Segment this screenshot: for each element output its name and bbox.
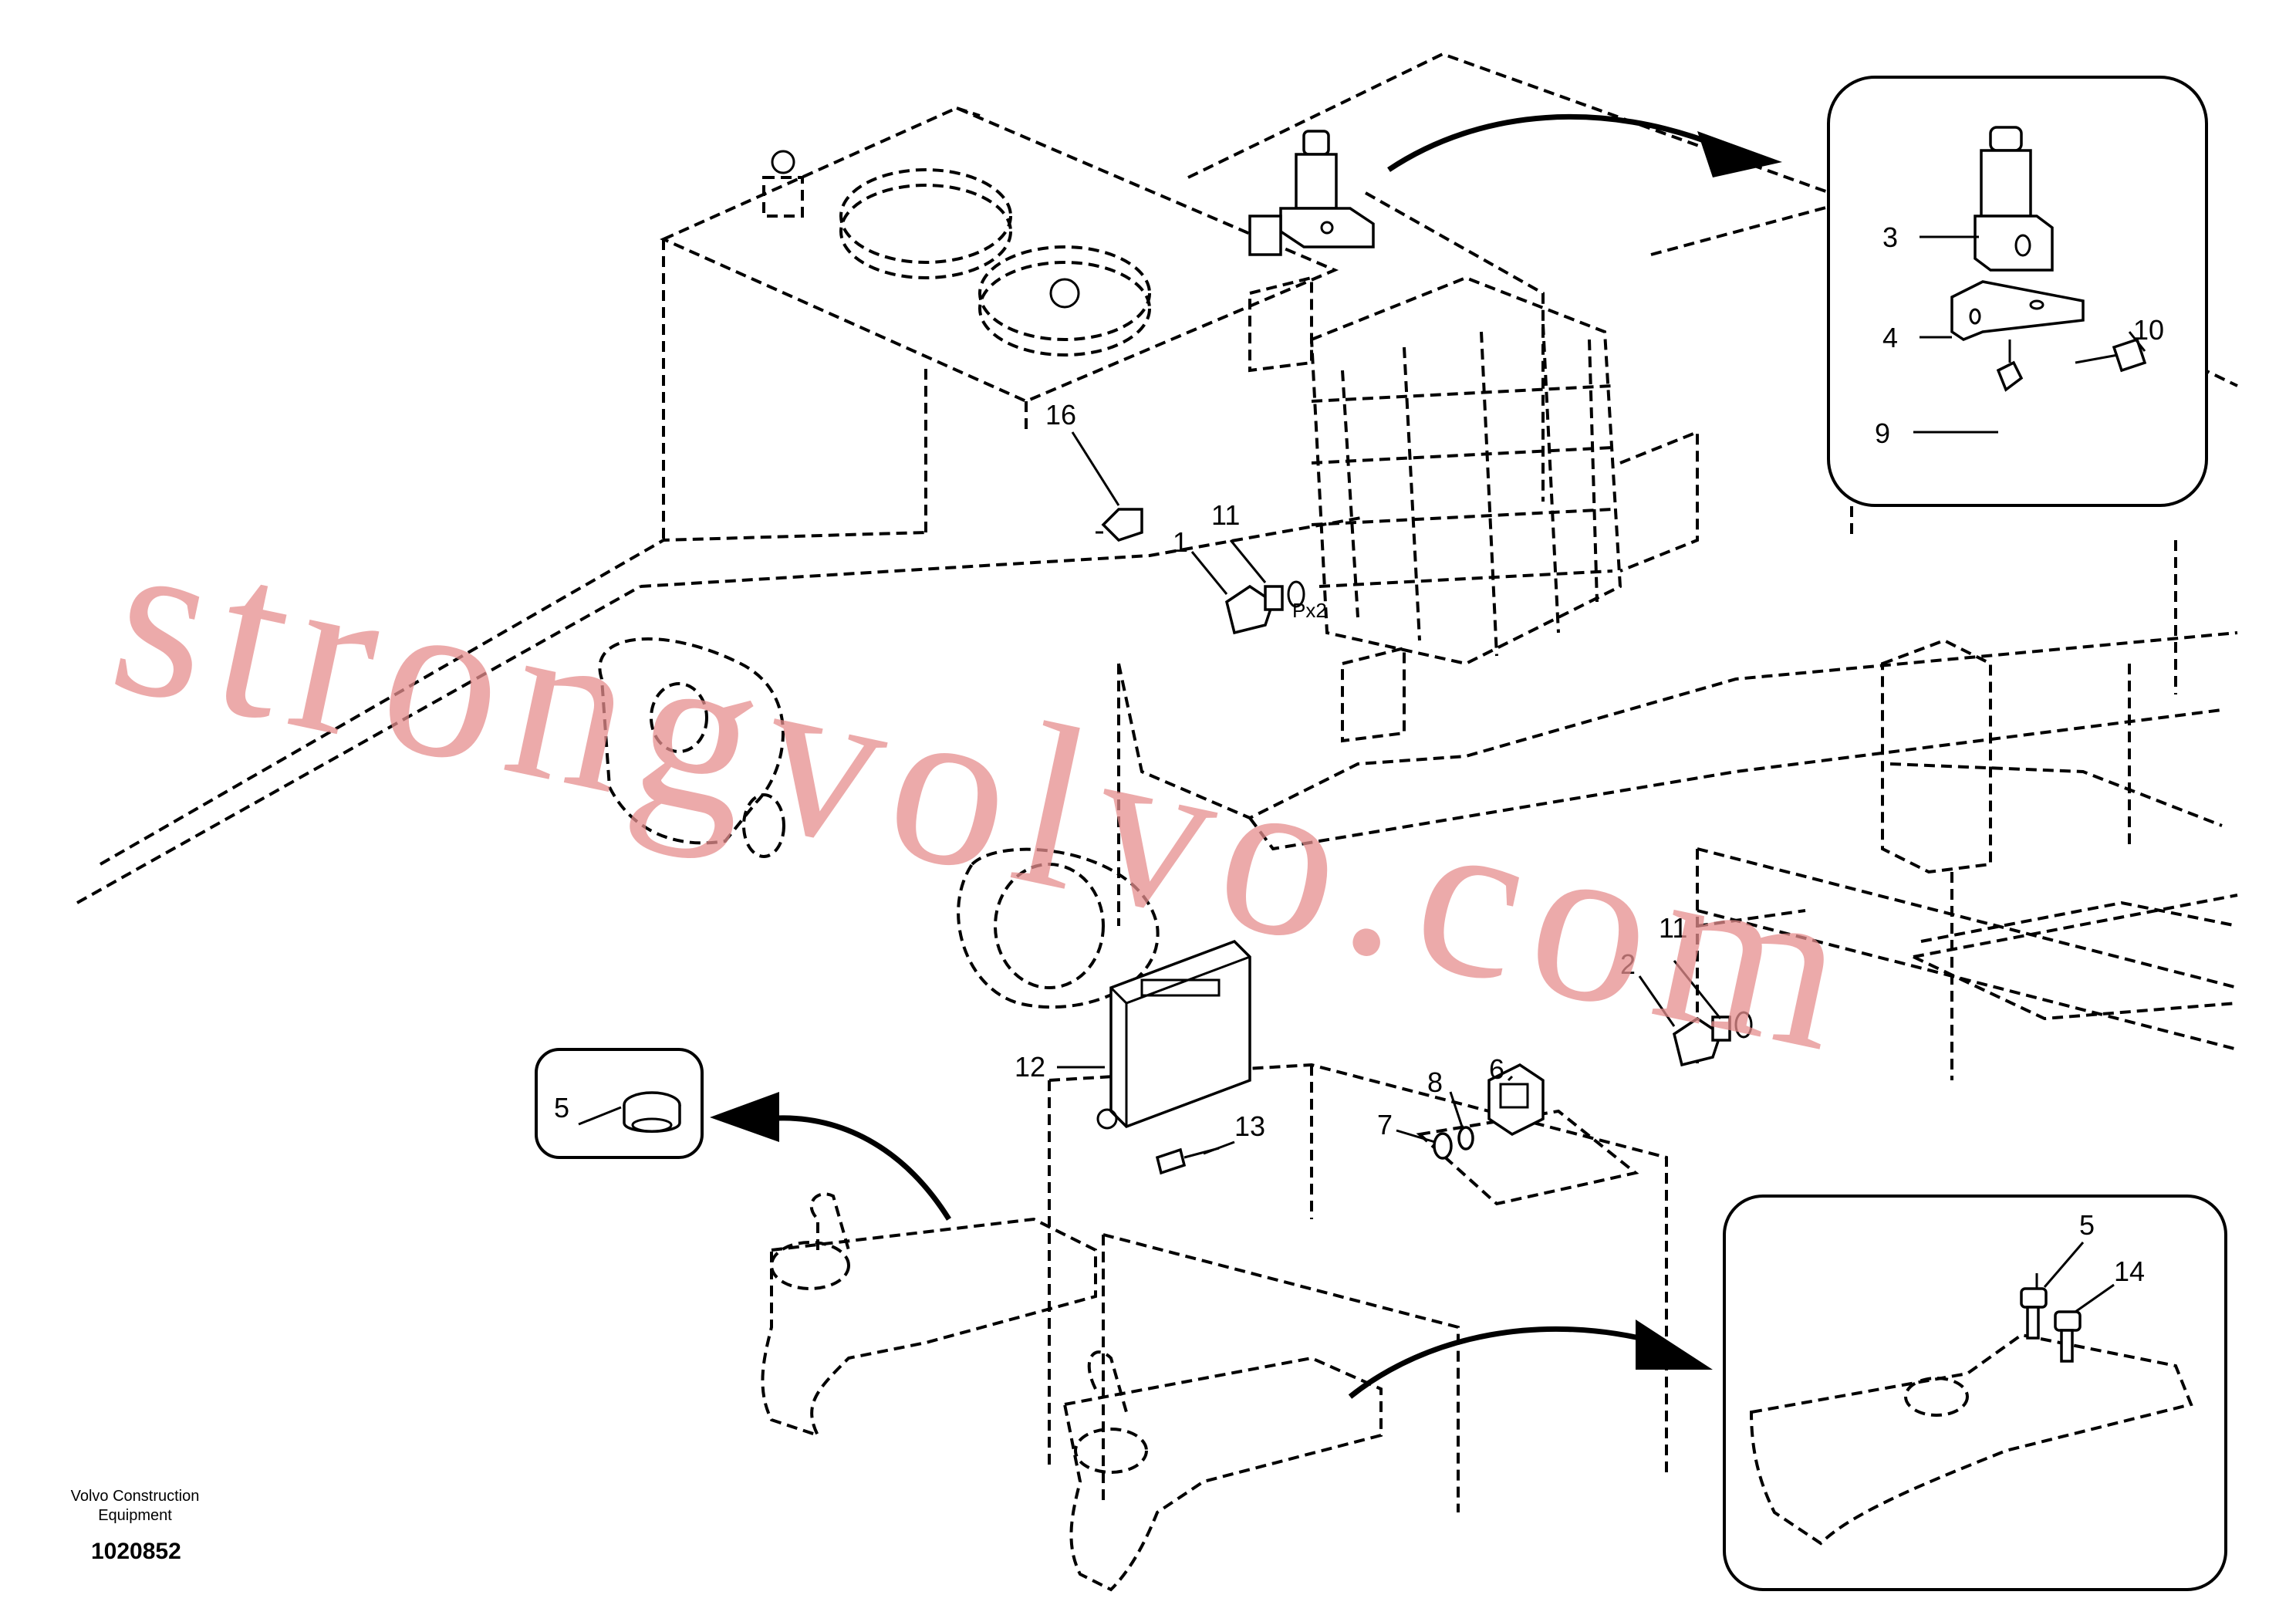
- screw-13: [1155, 1147, 1220, 1175]
- detail-box-solenoid: [1827, 76, 2208, 507]
- brand-line-2: Equipment: [98, 1507, 172, 1524]
- brand-line-1: Volvo Construction: [71, 1488, 200, 1505]
- callout-7: 7: [1377, 1109, 1393, 1140]
- callout-14: 14: [2114, 1255, 2145, 1287]
- callout-1: 1: [1173, 526, 1188, 558]
- control-valve-block: [1248, 275, 1699, 743]
- arrow-to-solenoid-detail: [1387, 114, 1782, 177]
- callout-3: 3: [1882, 221, 1898, 253]
- arrow-to-console-detail: [1348, 1320, 1713, 1399]
- control-unit-12: [1096, 939, 1251, 1130]
- callout-10: 10: [2133, 314, 2164, 346]
- callout-16: 16: [1045, 399, 1076, 431]
- callout-12: 12: [1015, 1051, 1045, 1083]
- pressure-sensor-1: [1225, 580, 1305, 635]
- callout-5-right: 5: [2079, 1209, 2095, 1241]
- arrow-to-plug-detail: [710, 1092, 951, 1221]
- leader-lines: [578, 235, 2146, 1313]
- callout-5-left: 5: [554, 1092, 569, 1124]
- callout-13: 13: [1234, 1110, 1265, 1142]
- document-number: 1020852: [91, 1539, 181, 1564]
- callout-8: 8: [1427, 1066, 1443, 1098]
- brand-block: Volvo Construction Equipment 1020852: [71, 1488, 200, 1564]
- callout-6: 6: [1489, 1053, 1504, 1085]
- pressure-sensor-2: [1673, 1011, 1753, 1067]
- machine-frame-outline: [76, 52, 2238, 1512]
- operator-consoles: [761, 1192, 1383, 1592]
- qty-note: Px2: [1292, 599, 1327, 622]
- washer-7: [1433, 1132, 1453, 1160]
- solenoid-valve-main: [1248, 130, 1375, 256]
- callout-4: 4: [1882, 322, 1898, 353]
- callout-11-mid: 11: [1659, 912, 1687, 944]
- callout-11-top: 11: [1211, 499, 1240, 531]
- sensor-16: [1096, 508, 1143, 542]
- switch-6: [1487, 1063, 1545, 1137]
- tank-gear-discs: [762, 150, 1151, 357]
- detail-box-console: [1723, 1195, 2227, 1591]
- callout-9: 9: [1875, 417, 1890, 449]
- nut-8: [1457, 1126, 1474, 1151]
- callout-labels: 3 4 9 10 5 16 1 11 Px2 2 11 12 13 7 8 6 …: [554, 221, 2164, 1287]
- detail-box-plug: [535, 1048, 704, 1159]
- callout-2: 2: [1620, 948, 1636, 980]
